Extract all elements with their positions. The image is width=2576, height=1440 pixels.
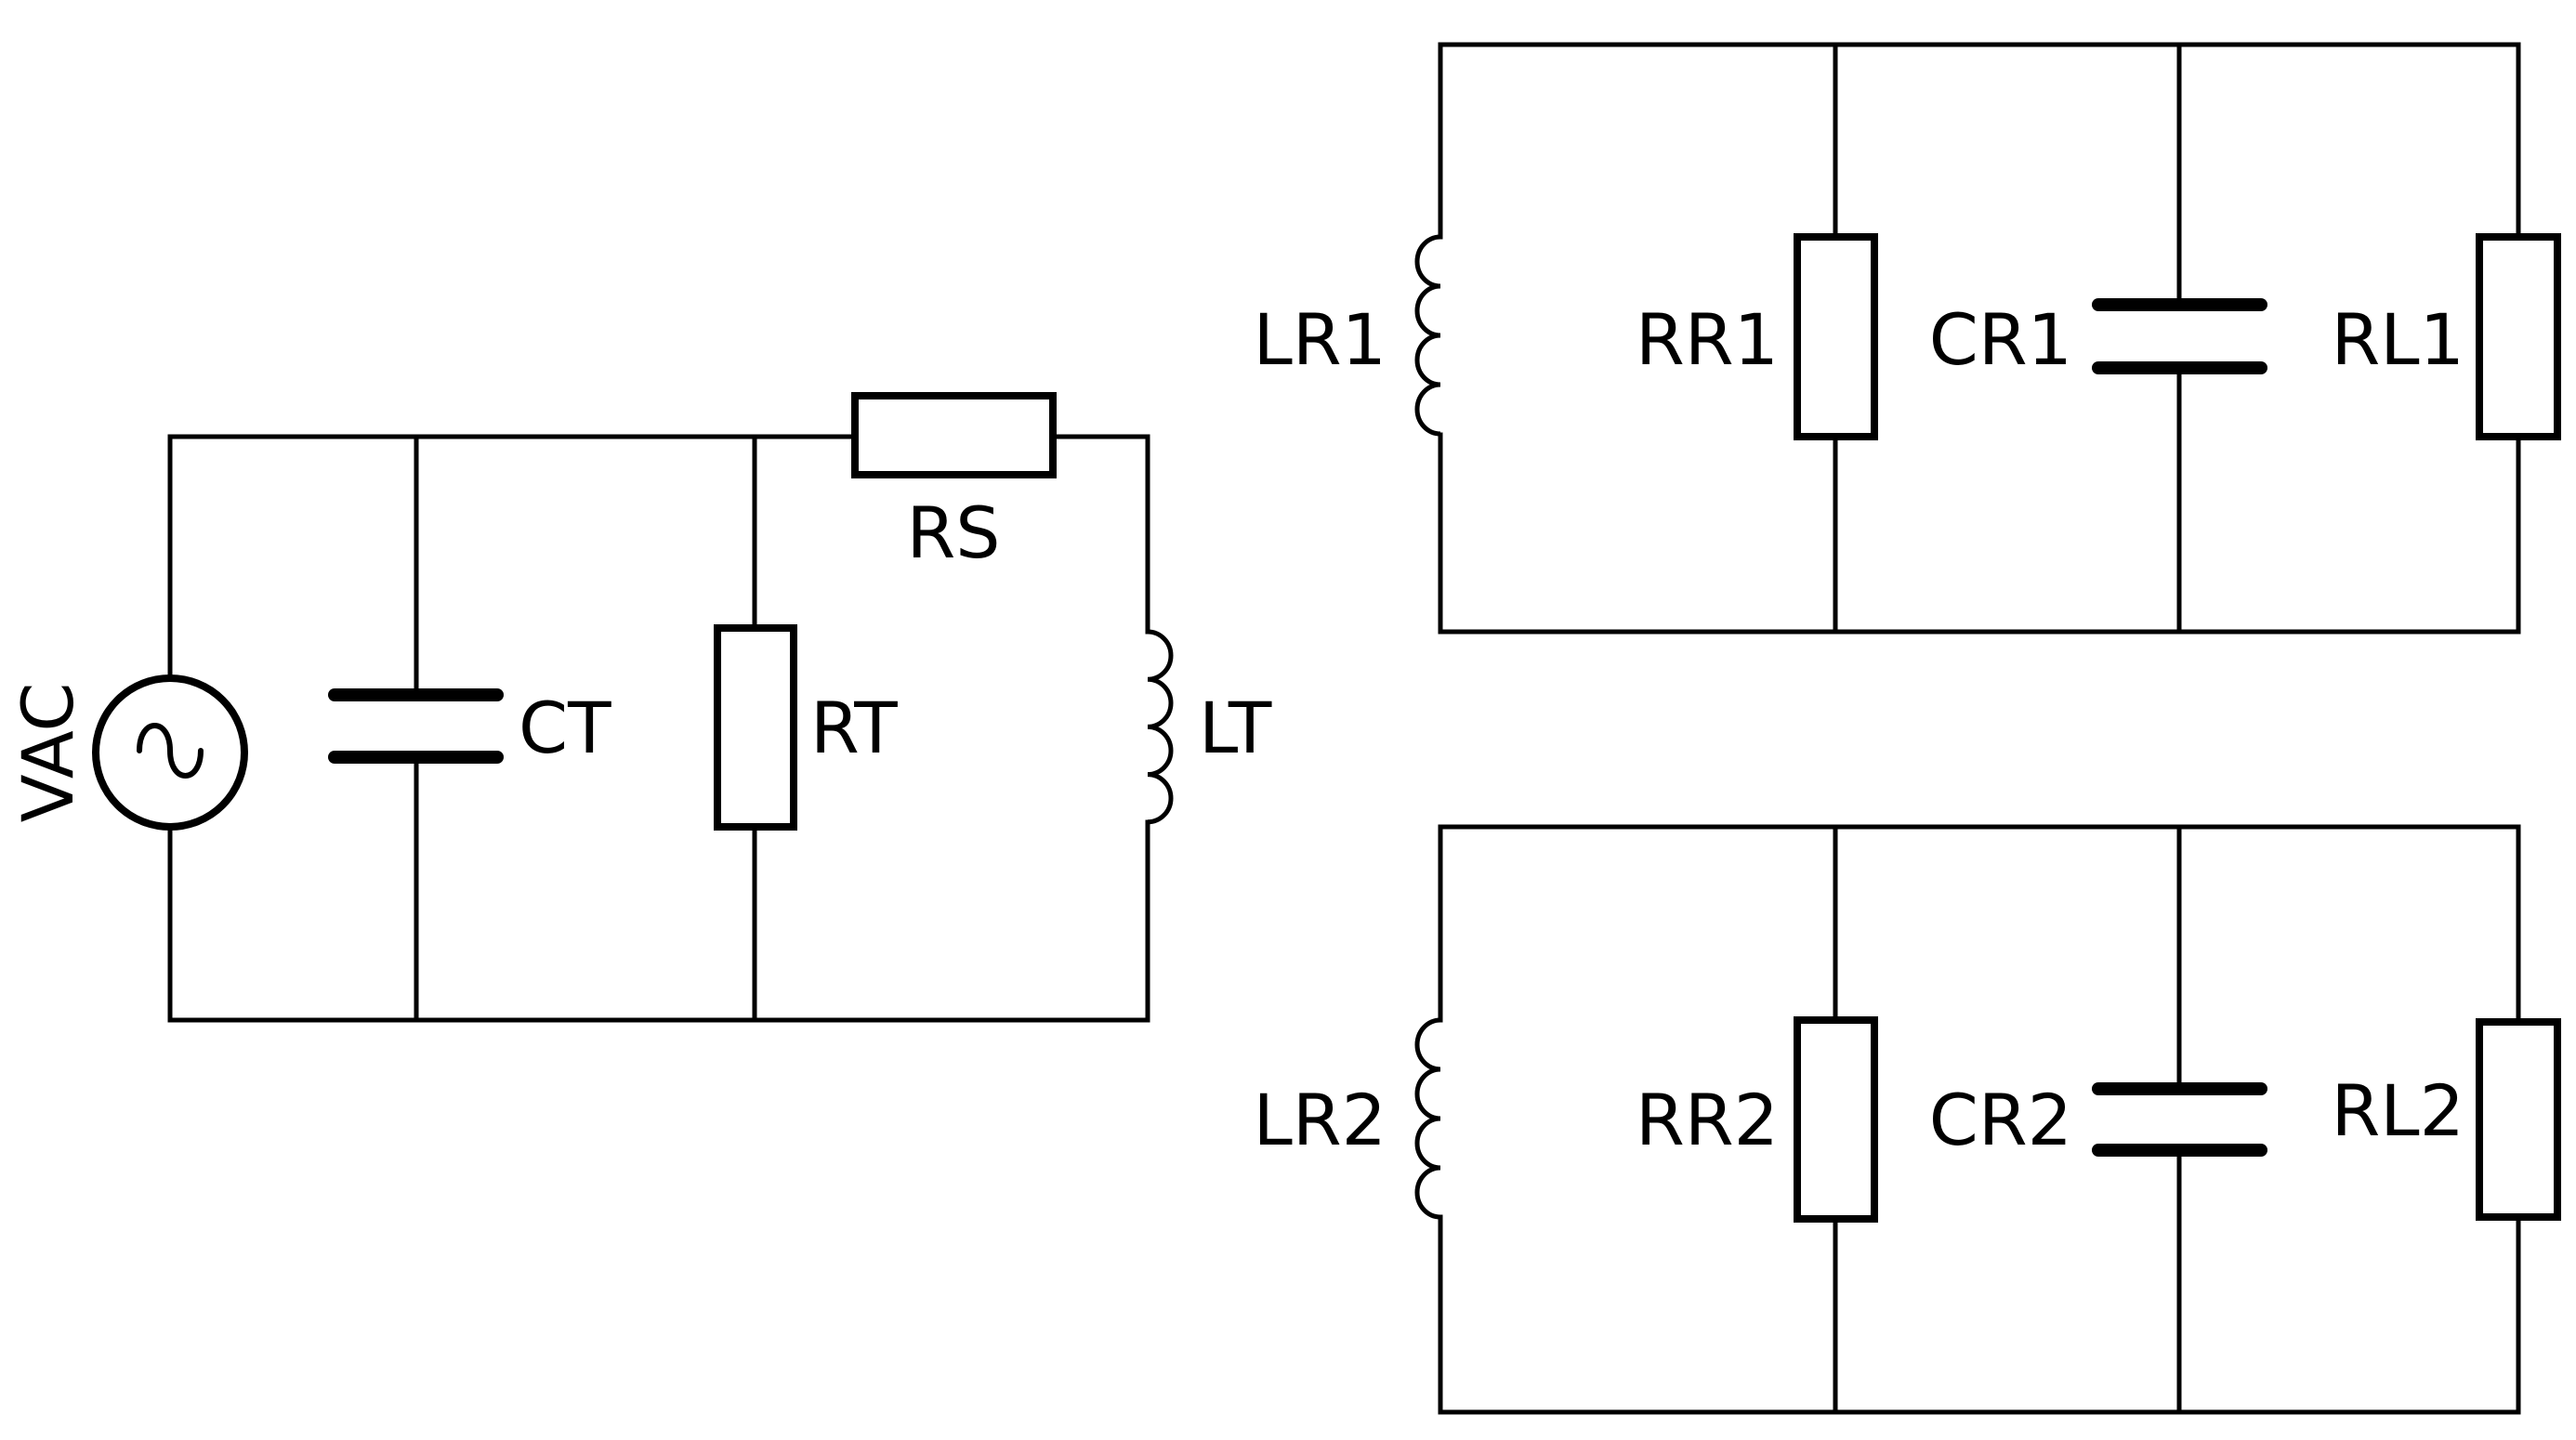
capacitor-cr1 xyxy=(2092,298,2267,374)
wire-top-left xyxy=(167,434,858,709)
label-lr1: LR1 xyxy=(1253,298,1387,381)
resonator-circuit-1: LR1 RR1 CR1 RL1 xyxy=(1253,42,2561,635)
capacitor-ct xyxy=(328,688,504,764)
resistor-rl2 xyxy=(2476,1018,2561,1221)
wire-bottom xyxy=(167,796,1150,1023)
label-rt: RT xyxy=(810,687,898,769)
ac-source xyxy=(92,674,248,831)
wire-left-top xyxy=(1438,42,2521,240)
label-vac: VAC xyxy=(7,683,89,823)
sine-wave-icon xyxy=(137,723,204,779)
resistor-rl1 xyxy=(2476,233,2561,440)
wire-top-right xyxy=(1050,434,1150,635)
label-lt: LT xyxy=(1199,687,1272,769)
inductor-lt xyxy=(1147,629,1174,825)
label-rr1: RR1 xyxy=(1636,298,1779,381)
source-circuit: VAC CT RT RS LT xyxy=(7,392,1272,1023)
label-rl1: RL1 xyxy=(2331,298,2464,381)
label-cr2: CR2 xyxy=(1929,1079,2072,1161)
resistor-rr1 xyxy=(1794,233,1878,440)
resistor-rr2 xyxy=(1794,1016,1878,1223)
label-ct: CT xyxy=(519,687,611,769)
resonator-circuit-2: LR2 RR2 CR2 RL2 xyxy=(1253,824,2561,1415)
wire-left-top xyxy=(1438,824,2521,1023)
resistor-rs xyxy=(851,392,1057,478)
label-rl2: RL2 xyxy=(2331,1069,2464,1152)
capacitor-cr2 xyxy=(2092,1082,2267,1157)
label-rs: RS xyxy=(906,491,1000,574)
wire-left-bottom xyxy=(1438,1214,2521,1415)
label-cr1: CR1 xyxy=(1929,298,2072,381)
resistor-rt xyxy=(714,624,797,831)
inductor-lr1 xyxy=(1414,234,1441,437)
label-rr2: RR2 xyxy=(1636,1079,1779,1161)
label-lr2: LR2 xyxy=(1253,1079,1387,1161)
inductor-lr2 xyxy=(1414,1017,1441,1220)
wire-left-bottom xyxy=(1438,432,2521,635)
